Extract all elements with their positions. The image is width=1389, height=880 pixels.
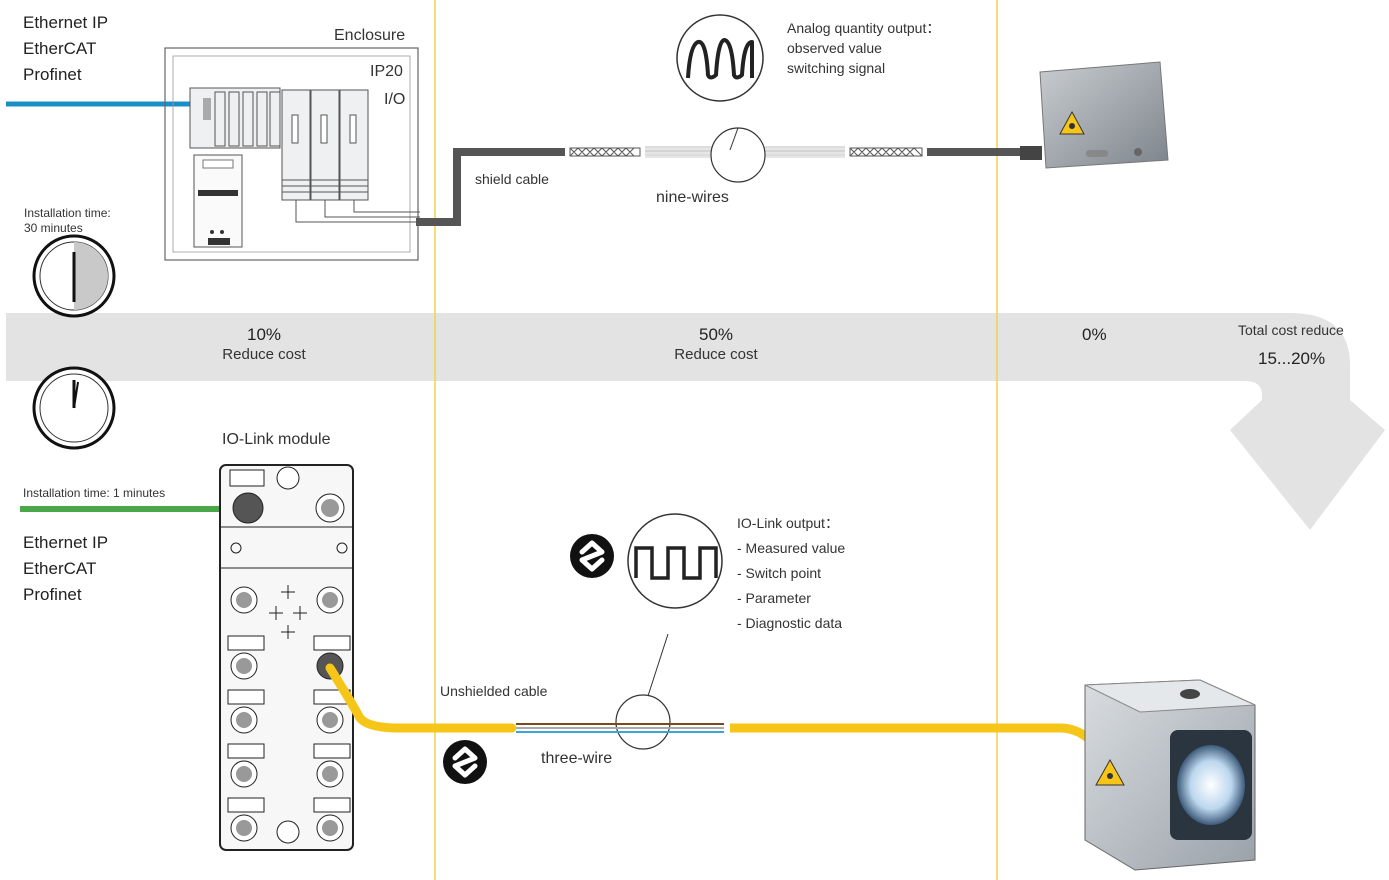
shield-cable-label: shield cable [475,171,549,187]
protocol-profinet-top: Profinet [23,65,82,84]
installation-time-top-value: 30 minutes [24,221,83,235]
iolink-output-measured: - Measured value [737,540,846,556]
shield-cable [416,148,565,226]
clock-icon-1min [32,366,116,450]
analog-sensor [1020,61,1169,169]
shield-braid-left [569,147,641,157]
clock-icon-30min [32,234,116,318]
iolink-output-diagnostic: - Diagnostic data [737,615,843,631]
band-seg3-percent: 0% [1082,325,1107,344]
iolink-output-title: IO-Link output： [737,515,839,531]
band-seg2-percent: 50% [698,325,734,344]
analog-output-switching: switching signal [787,60,886,76]
iolink-output-parameter: - Parameter [737,590,811,606]
protocol-ethernet-ip-top: Ethernet IP [23,13,109,32]
analog-signal-bubble [676,14,764,102]
cost-band-arrow [6,313,1385,530]
wire-magnifier-top [710,127,766,183]
unshielded-cable-label: Unshielded cable [440,683,548,699]
three-wire-label: three-wire [541,750,613,767]
protocol-ethercat-bottom: EtherCAT [23,559,97,578]
analog-output-observed: observed value [787,40,882,56]
iolink-logo-icon [443,740,487,784]
plc-rack [189,87,420,248]
installation-time-bottom: Installation time: 1 minutes [23,486,166,500]
iolink-module-label: IO-Link module [222,431,331,448]
square-wave-icon [686,38,754,80]
band-seg1-label: Reduce cost [222,346,306,363]
iolink-logo-icon [570,534,614,578]
iolink-signal-bubble [627,513,723,609]
iolink-module [219,464,354,851]
nine-wires-label: nine-wires [656,189,729,206]
square-wave-icon [634,546,718,580]
protocol-ethercat-top: EtherCAT [23,39,97,58]
enclosure-label: Enclosure [334,27,406,44]
iolink-sensor [1084,679,1256,871]
band-seg1-percent: 10% [246,325,282,344]
band-total-value: 15...20% [1258,349,1326,368]
installation-time-top-title: Installation time: [24,206,111,220]
laser-warning-icon [1095,758,1125,786]
io-label: I/O [384,91,406,108]
enclosure-box [164,47,419,261]
wire-magnifier-bottom [615,694,671,750]
band-total-label: Total cost reduce [1238,322,1344,338]
protocol-ethernet-ip-bottom: Ethernet IP [23,533,109,552]
iolink-cable [325,663,517,733]
analog-output-title: Analog quantity output： [787,20,941,36]
band-seg2-label: Reduce cost [674,346,758,363]
protocol-profinet-bottom: Profinet [23,585,82,604]
ip20-label: IP20 [370,63,403,80]
shield-braid-right [849,147,923,157]
iolink-output-switch-point: - Switch point [737,565,822,581]
